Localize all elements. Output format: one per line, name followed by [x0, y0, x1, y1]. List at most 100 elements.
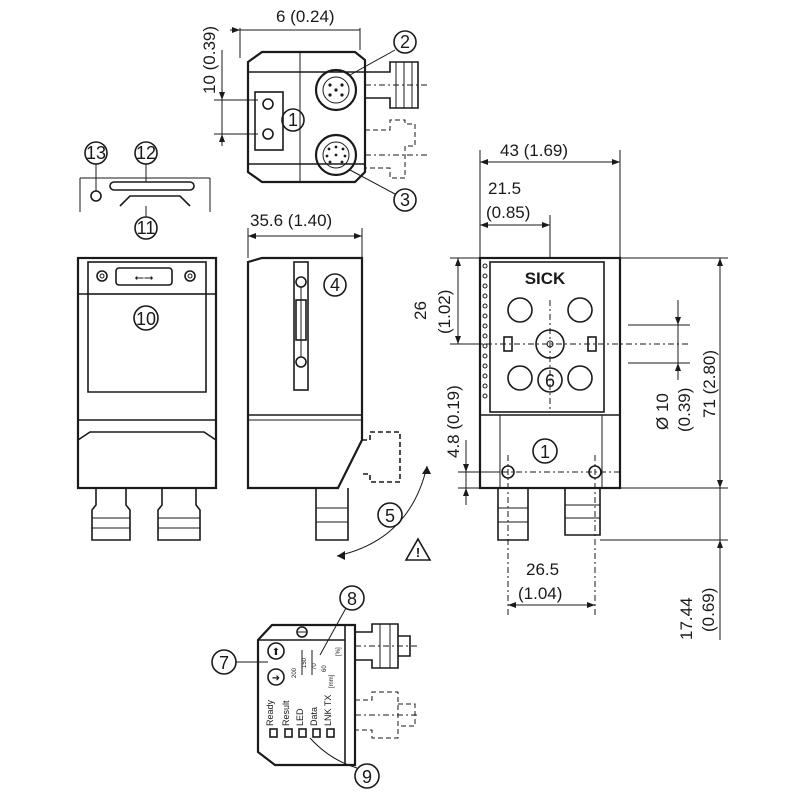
svg-text:10: 10 — [136, 309, 156, 329]
svg-text:12: 12 — [136, 143, 156, 163]
svg-text:[%]: [%] — [336, 647, 342, 656]
dim-17-44in: (0.69) — [699, 588, 718, 632]
top-view: 6 (0.24) 10 (0.39) 1 2 3 — [200, 7, 430, 212]
side-connector-angled — [362, 431, 401, 483]
connector-socket-inner — [322, 76, 350, 104]
dim-dia-10in: (0.39) — [675, 388, 694, 432]
dim-21-5in: (0.85) — [486, 203, 530, 222]
mounting-hole — [262, 128, 274, 140]
cable-plug-2 — [365, 119, 416, 179]
dim-26-5mm: 26.5 — [526, 560, 559, 579]
callout-1 — [281, 108, 305, 132]
button-up — [267, 642, 285, 660]
detail-connector-1 — [355, 623, 399, 669]
svg-text:70: 70 — [312, 663, 318, 670]
lens — [567, 297, 593, 323]
callout-1-rear — [532, 438, 558, 464]
callout-9 — [354, 763, 380, 789]
mounting-plate — [254, 91, 284, 151]
detail-connector-2 — [355, 691, 399, 739]
connector-socket-power — [314, 133, 358, 177]
detail-body — [256, 623, 357, 767]
led-link — [326, 728, 335, 738]
rear-connector-1 — [497, 488, 529, 541]
dim-6mm: 6 (0.24) — [276, 7, 335, 26]
svg-text:9: 9 — [362, 767, 372, 787]
svg-text:60: 60 — [322, 665, 328, 672]
top-view-body — [246, 50, 367, 184]
connector-socket-ethernet — [314, 68, 358, 112]
connector-pins — [325, 83, 347, 164]
detail-screw — [296, 626, 308, 638]
svg-text:3: 3 — [400, 190, 410, 210]
dim-35-6mm: 35.6 (1.40) — [250, 211, 332, 230]
svg-text:13: 13 — [86, 143, 106, 163]
dim-26in: (1.02) — [435, 290, 454, 334]
callout-2 — [393, 30, 417, 54]
svg-text:150: 150 — [302, 657, 308, 668]
led-bar — [109, 181, 195, 191]
led-label-ready: Ready — [265, 699, 275, 726]
bracket-slot — [295, 299, 307, 341]
led-led — [298, 728, 307, 738]
button-enter — [267, 668, 285, 686]
dim-dia-10mm: Ø 10 — [653, 393, 672, 430]
lens — [507, 365, 533, 391]
led-data — [312, 728, 321, 738]
svg-text:2: 2 — [400, 32, 410, 52]
rear-body — [478, 256, 622, 490]
svg-text:200: 200 — [292, 667, 298, 678]
callout-8 — [339, 585, 365, 611]
led-label-data: Data — [309, 707, 319, 726]
dim-4-8mm: 4.8 (0.19) — [444, 385, 463, 458]
dim-26-5in: (1.04) — [518, 584, 562, 603]
rear-connector-2 — [564, 488, 601, 536]
usb-cover — [87, 261, 207, 295]
led-label-led: LED — [295, 708, 305, 726]
mounting-bracket — [293, 261, 309, 391]
side-view: 35.6 (1.40) 4 5 ! — [246, 211, 432, 561]
front-body — [76, 256, 218, 490]
front-connector-2 — [157, 488, 201, 541]
svg-text:1: 1 — [540, 442, 550, 462]
arrow-right-icon: ➜ — [272, 673, 280, 684]
usb-icon: ⭠⭢ — [134, 270, 154, 284]
svg-text:4: 4 — [330, 275, 340, 295]
dim-26mm: 26 — [411, 301, 430, 320]
svg-text:8: 8 — [347, 589, 357, 609]
rear-view: 43 (1.69) 21.5 (0.85) SICK 6 — [411, 141, 728, 640]
svg-text:[mm]: [mm] — [329, 674, 335, 688]
led-ready — [269, 728, 278, 738]
led-strip — [482, 263, 488, 399]
brand-logo: SICK — [525, 269, 566, 288]
mounting-hole — [262, 98, 274, 110]
window-symbol — [119, 195, 191, 207]
svg-text:7: 7 — [219, 653, 229, 673]
rotation-arc — [336, 465, 428, 557]
callout-3 — [393, 188, 417, 212]
connector-socket-inner — [322, 141, 350, 169]
svg-text:1: 1 — [288, 110, 298, 130]
callout-6 — [537, 367, 563, 393]
usb-port — [115, 267, 173, 286]
warning-icon — [404, 537, 432, 561]
svg-text:!: ! — [416, 545, 420, 560]
led-result — [284, 728, 293, 738]
side-body — [246, 256, 364, 490]
dim-43mm: 43 (1.69) — [500, 141, 568, 160]
lens — [567, 365, 593, 391]
svg-text:6: 6 — [545, 371, 555, 391]
front-window — [489, 261, 605, 413]
lens — [507, 297, 533, 323]
led-label-link: LNK TX — [323, 695, 333, 726]
dim-21-5mm: 21.5 — [488, 179, 521, 198]
svg-text:5: 5 — [385, 506, 395, 526]
callout-4 — [323, 273, 347, 297]
side-connector-down — [315, 488, 349, 541]
dim-71mm: 71 (2.80) — [700, 350, 719, 418]
dim-10mm: 10 (0.39) — [200, 26, 219, 94]
front-view: 13 12 11 ⭠⭢ 10 — [76, 141, 218, 541]
status-led — [90, 190, 102, 202]
